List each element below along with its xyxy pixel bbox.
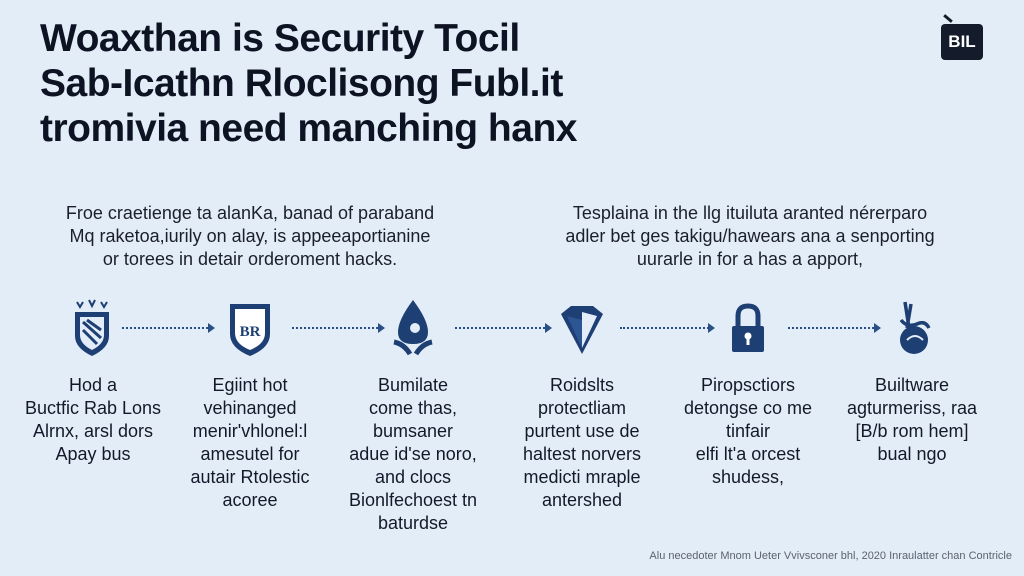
text-line: menir'vhlonel:l	[192, 421, 308, 441]
brand-logo: BIL	[941, 14, 983, 60]
text-line: protectliam	[537, 398, 627, 418]
flow-arrow	[292, 323, 385, 333]
step-4: Roidslts protectliam purtent use de halt…	[497, 374, 667, 512]
text-line: amesutel for	[200, 444, 300, 464]
text-line: shudess,	[711, 467, 785, 487]
text-line: Hod a	[68, 375, 118, 395]
shield-badge-icon: BR	[230, 304, 270, 356]
text-line: Builtware	[874, 375, 950, 395]
step-2: Egiint hot vehinanged menir'vhlonel:l am…	[165, 374, 335, 512]
globe-figure-icon	[899, 301, 931, 354]
intro-left-paragraph: Froe craetienge ta alanKa, banad of para…	[30, 202, 470, 271]
text-line: adler bet ges takigu/hawears ana a senpo…	[565, 226, 935, 246]
text-line: Piropsctiors	[700, 375, 796, 395]
text-line: Apay bus	[55, 444, 131, 464]
diamond-shield-icon	[561, 306, 603, 354]
text-line: or torees in detair orderoment hacks.	[102, 249, 398, 269]
text-line: bual ngo	[877, 444, 947, 464]
text-line: vehinanged	[203, 398, 297, 418]
text-line: and clocs	[374, 467, 452, 487]
text-line: Egiint hot	[212, 375, 288, 395]
text-line: uurarle in for a has a apport,	[636, 249, 864, 269]
text-line: tinfair	[725, 421, 770, 441]
padlock-icon	[732, 303, 764, 352]
title-line: Sab-Icathn Rloclisong Fubl.it	[40, 62, 563, 105]
text-line: medicti mraple	[523, 467, 641, 487]
text-line: agturmeriss, raa	[846, 398, 978, 418]
step-1: Hod a Buctfic Rab Lons Alrnx, arsl dors …	[8, 374, 178, 466]
flow-arrow	[788, 323, 881, 333]
flow-arrow	[455, 323, 552, 333]
text-line: Tesplaina in the llg ituiluta aranted né…	[572, 203, 928, 223]
text-line: Roidslts	[549, 375, 615, 395]
text-line: adue id'se noro,	[349, 444, 477, 464]
intro-right-paragraph: Tesplaina in the llg ituiluta aranted né…	[530, 202, 970, 271]
text-line: [B/b rom hem]	[855, 421, 969, 441]
text-line: Froe craetienge ta alanKa, banad of para…	[65, 203, 435, 223]
text-line: Mq raketoa,iurily on alay, is appeeaport…	[69, 226, 431, 246]
step-5: Piropsctiors detongse co me tinfair elfi…	[663, 374, 833, 489]
text-line: Bumilate	[377, 375, 449, 395]
text-line: Alrnx, arsl dors	[32, 421, 154, 441]
text-line: baturdse	[377, 513, 449, 533]
flow-arrow	[122, 323, 215, 333]
droplet-hand-icon	[393, 300, 433, 356]
shield-crest-icon	[75, 299, 109, 356]
text-line: antershed	[541, 490, 623, 510]
text-line: come thas,	[368, 398, 458, 418]
step-6: Builtware agturmeriss, raa [B/b rom hem]…	[827, 374, 997, 466]
text-line: purtent use de	[524, 421, 640, 441]
svg-text:BR: BR	[240, 324, 261, 340]
text-line: elfi lt'a orcest	[695, 444, 801, 464]
text-line: haltest norvers	[522, 444, 642, 464]
step-3: Bumilate come thas, bumsaner adue id'se …	[328, 374, 498, 535]
text-line: acoree	[222, 490, 278, 510]
text-line: bumsaner	[372, 421, 454, 441]
title-line: Woaxthan is Security Tocil	[40, 17, 520, 60]
flow-arrow	[620, 323, 715, 333]
title-line: tromivia need manching hanx	[40, 107, 577, 150]
text-line: Buctfic Rab Lons	[24, 398, 162, 418]
text-line: autair Rtolestic	[190, 467, 310, 487]
text-line: detongse co me	[683, 398, 813, 418]
text-line: Bionlfechoest tn	[348, 490, 478, 510]
page-title: Woaxthan is Security Tocil Sab-Icathn Rl…	[40, 16, 577, 151]
logo-text: BIL	[941, 24, 983, 60]
footer-credit: Alu necedoter Mnom Ueter Vvivsconer bhl,…	[649, 550, 1012, 562]
